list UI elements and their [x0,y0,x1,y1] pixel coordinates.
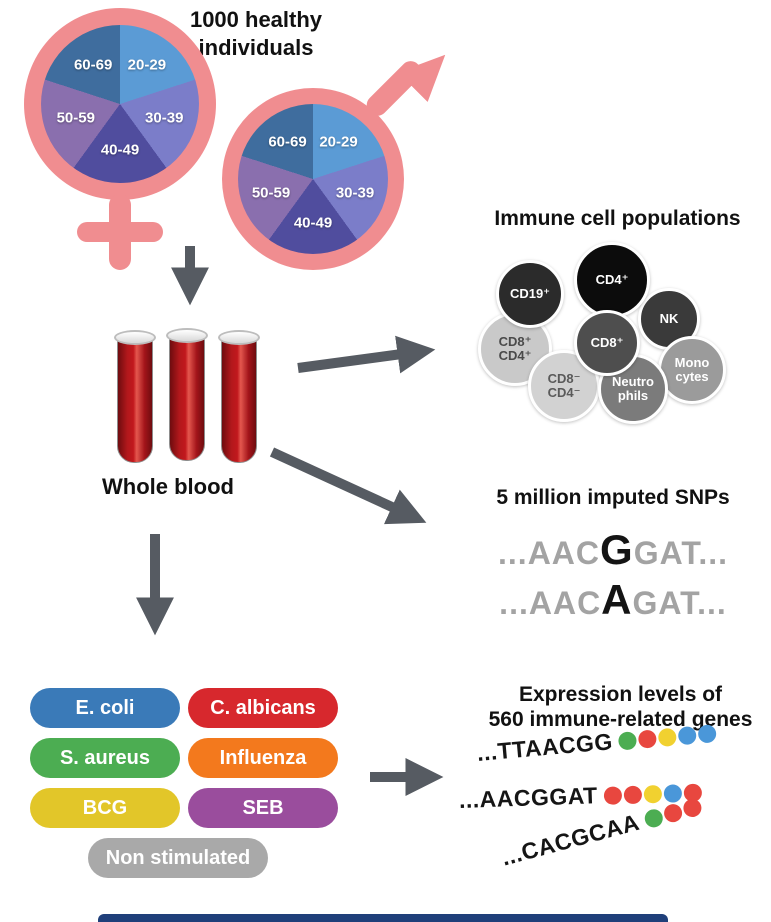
cell-label-monocytes: Mono cytes [674,354,710,384]
blood-tube-icon [114,330,156,466]
arrow-blood-to-snps [269,447,427,525]
age-label-50-59: 50-59 [251,184,291,201]
female-symbol-crossbar [77,222,163,242]
blood-tube-icon [166,328,208,464]
immune-cells-title: Immune cell populations [494,207,741,230]
tube-body [221,337,257,463]
age-label-20-29: 20-29 [319,133,358,150]
snps-title: 5 million imputed SNPs [496,486,730,509]
age-label-40-49: 40-49 [293,214,333,231]
expression-dot [697,723,718,744]
cell-cd8: CD8⁺ [574,310,640,376]
tube-opening [218,330,260,345]
expression-dot [623,785,642,804]
age-label-60-69: 60-69 [268,133,307,150]
stimulus-bcg: BCG [30,788,180,828]
expression-dot [603,785,622,805]
bottom-cropped-bar [98,914,668,922]
tube-body [117,337,153,463]
cell-monocytes: Mono cytes [658,336,726,404]
male-age-pie-chart: 20-29 30-39 40-49 50-59 60-69 [238,104,388,254]
cell-cd4: CD4⁺ [574,242,650,318]
stimulus-influenza: Influenza [188,738,338,778]
snp-suffix: GAT... [633,535,728,571]
cell-label-cd8neg-cd4neg: CD8⁻ CD4⁻ [547,370,581,400]
expression-dot [617,730,638,751]
cell-label-cd8pos-cd4pos: CD8⁺ CD4⁺ [498,333,532,363]
page-title: 1000 healthy individuals [189,7,323,60]
age-label-50-59: 50-59 [56,109,95,127]
snp-prefix: ...AAC [498,535,601,571]
stimulus-non-stimulated: Non stimulated [88,838,268,878]
cell-label-nk: NK [659,310,679,326]
blood-tube-icon [218,330,260,466]
expression-dot [661,801,684,824]
snp-variant-allele: G [600,526,634,573]
snp-sequence-reference: ...AACGGAT... [448,526,771,574]
snp-suffix: GAT... [632,585,727,621]
female-age-pie-chart: 20-29 30-39 40-49 50-59 60-69 [41,25,199,183]
snp-sequences: ...AACGGAT... ...AACAGAT... [448,526,771,626]
stimulus-c-albicans: C. albicans [188,688,338,728]
age-label-60-69: 60-69 [73,56,113,73]
expression-dot [643,784,662,804]
age-label-20-29: 20-29 [127,56,167,73]
arrow-blood-to-cells [297,335,436,374]
expression-dot [677,725,698,745]
expression-dot [657,727,678,747]
expression-title: Expression levels of 560 immune-related … [488,683,753,732]
tube-opening [114,330,156,345]
snp-variant-allele: A [601,576,633,623]
cell-label-cd8: CD8⁺ [590,334,624,350]
snp-sequence-alternate: ...AACAGAT... [448,576,771,624]
cell-label-cd19: CD19⁺ [509,285,551,301]
male-symbol: 20-29 30-39 40-49 50-59 60-69 [222,60,472,275]
cell-label-neutrophils: Neutro phils [612,373,654,403]
gene-sequence: ...TTAACGG [475,728,614,766]
expression-dot [637,728,658,749]
immune-cell-cluster: CD19⁺ CD4⁺ NK CD8⁺ CD8⁺ CD4⁺ Mono cytes … [470,240,770,440]
expression-dot [642,806,665,829]
whole-blood-label: Whole blood [102,474,234,499]
age-label-30-39: 30-39 [335,184,375,201]
stimulus-seb: SEB [188,788,338,828]
stimulus-s-aureus: S. aureus [30,738,180,778]
cell-cd19: CD19⁺ [496,260,564,328]
gene-sequence: ...CACGCAA [498,808,643,871]
stimulus-e-coli: E. coli [30,688,180,728]
female-symbol: 20-29 30-39 40-49 50-59 60-69 [24,8,216,276]
age-label-30-39: 30-39 [145,109,184,127]
gene-sequence: ...AACGGAT [458,782,599,813]
cell-label-cd4: CD4⁺ [595,271,629,287]
snp-prefix: ...AAC [499,585,602,621]
male-symbol-arrow-icon [398,40,460,102]
tube-opening [166,328,208,343]
blood-tubes [114,328,266,470]
age-label-40-49: 40-49 [100,141,140,159]
tube-body [169,335,205,461]
